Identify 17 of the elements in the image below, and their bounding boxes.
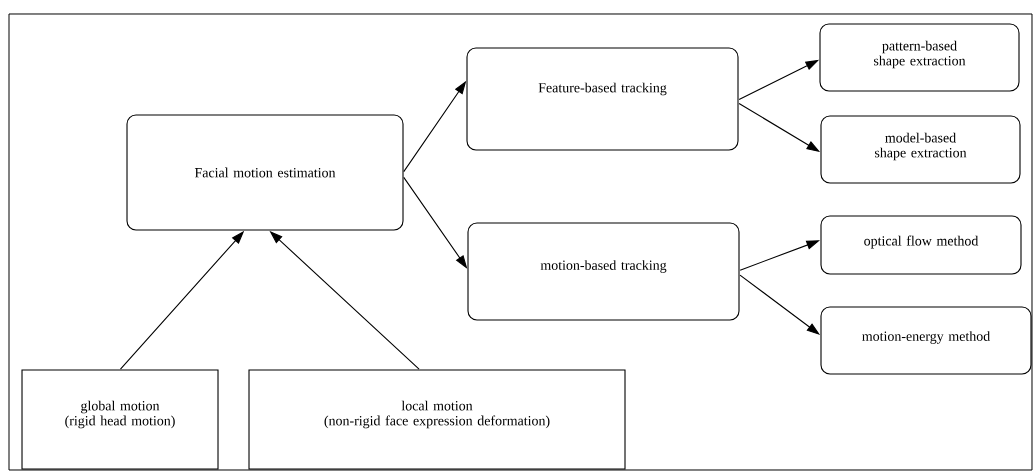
arrow (270, 231, 420, 370)
input-box: global motion (rigid head motion) (21, 369, 219, 470)
arrow (403, 81, 466, 173)
input-box: local motion (non-rigid face expression deformation) (248, 369, 626, 470)
process-box: Facial motion estimation (126, 114, 404, 231)
arrow (739, 240, 819, 271)
arrow (119, 231, 244, 370)
process-box: motion-energy method (820, 306, 1032, 375)
arrow (739, 274, 820, 335)
process-box: optical flow method (820, 215, 1022, 275)
arrow (403, 176, 467, 268)
process-box: motion-based tracking (467, 222, 740, 321)
arrow (738, 102, 820, 152)
arrow (738, 60, 819, 101)
process-box: Feature-based tracking (466, 47, 739, 151)
process-box: pattern-based shape extraction (819, 23, 1020, 92)
process-box: model-based shape extraction (820, 115, 1021, 184)
